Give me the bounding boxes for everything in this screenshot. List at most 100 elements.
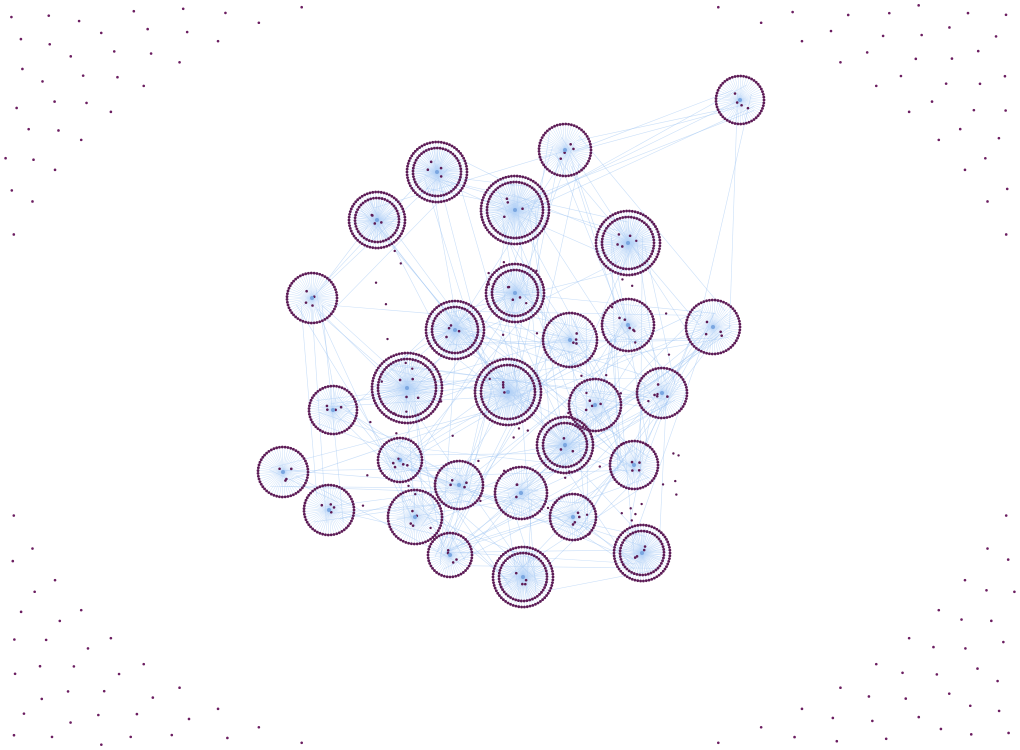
leaf-node [374,401,377,405]
leaf-edge [633,464,653,481]
leaf-edge [553,318,571,341]
leaf-node [335,296,339,300]
leaf-edge [564,133,586,151]
leaf-edge [446,533,451,556]
leaf-edge [311,284,334,299]
leaf-edge [434,554,451,571]
leaf-node [605,308,609,312]
leaf-node [542,288,546,292]
leaf-edge [594,391,618,406]
leaf-edge [311,297,337,304]
leaf-node [298,318,302,322]
leaf-edge [602,320,629,326]
leaf-edge [739,99,747,124]
leaf-edge [613,464,635,478]
leaf-node [636,384,640,388]
leaf-node [371,393,375,397]
leaf-node [512,236,516,240]
leaf-node [622,209,626,213]
leaf-edge [458,484,474,505]
leaf-edge [332,409,356,419]
leaf-edge [390,504,416,518]
leaf-edge [661,389,687,394]
leaf-node [490,293,494,297]
leaf-node [493,360,497,364]
leaf-edge [712,326,724,352]
leaf-node [722,300,725,304]
leaf-edge [539,142,566,151]
leaf-node [497,308,501,312]
leaf-node [579,313,582,317]
leaf-edge [514,292,538,296]
leaf-node [324,533,327,537]
leaf-edge [554,126,566,151]
leaf-node [382,191,386,195]
leaf-edge [388,516,416,525]
leaf-node [360,234,364,238]
leaf-node [383,443,386,446]
leaf-node [347,390,351,394]
leaf-node [349,424,353,428]
leaf-node [429,312,433,316]
leaf-node [382,413,386,416]
leaf-node [611,262,615,266]
leaf-edge [312,409,334,423]
leaf-edge [328,506,354,511]
leaf-edge [717,90,741,101]
leaf-node [481,486,485,490]
leaf-edge [712,326,740,333]
leaf-node [445,575,449,579]
leaf-node [679,407,683,411]
leaf-node [736,74,740,78]
leaf-edge [627,299,635,326]
leaf-node [287,306,291,310]
leaf-node [397,414,400,418]
leaf-node [363,243,367,247]
leaf-node [662,553,666,557]
leaf-node [474,308,477,311]
leaf-node [648,264,652,268]
leaf-node [708,352,711,356]
leaf-node [585,378,589,382]
leaf-edge [271,449,284,473]
leaf-node [405,357,409,361]
leaf-node [497,577,501,581]
leaf-node [639,579,642,583]
leaf-node [442,532,446,536]
leaf-node [650,577,654,581]
leaf-edge [602,242,629,251]
leaf-node [668,415,672,419]
leaf-node [561,122,565,126]
leaf-node [600,322,604,325]
leaf-node [540,229,544,233]
leaf-node [548,169,552,173]
leaf-node [758,112,762,115]
leaf-node [474,339,477,342]
leaf-node [493,487,497,491]
leaf-edge [712,326,740,331]
leaf-edge [458,476,482,486]
leaf-edge [627,242,630,269]
leaf-edge [511,176,516,211]
leaf-node [480,317,484,321]
leaf-node [464,301,468,305]
leaf-edge [381,374,408,389]
leaf-node [278,467,281,471]
leaf-edge [520,479,544,494]
leaf-node [376,386,380,390]
leaf-edge [638,383,663,394]
leaf-node [570,311,574,315]
leaf-edge [454,308,463,331]
leaf-node [425,334,428,338]
leaf-node [304,498,308,502]
leaf-node [481,218,484,222]
leaf-node [296,275,300,279]
leaf-edge [414,498,436,518]
leaf-edge [514,292,538,294]
leaf-edge [693,326,714,347]
leaf-node [650,312,653,316]
leaf-edge [392,516,416,533]
leaf-node [473,392,477,395]
leaf-node [486,200,490,204]
